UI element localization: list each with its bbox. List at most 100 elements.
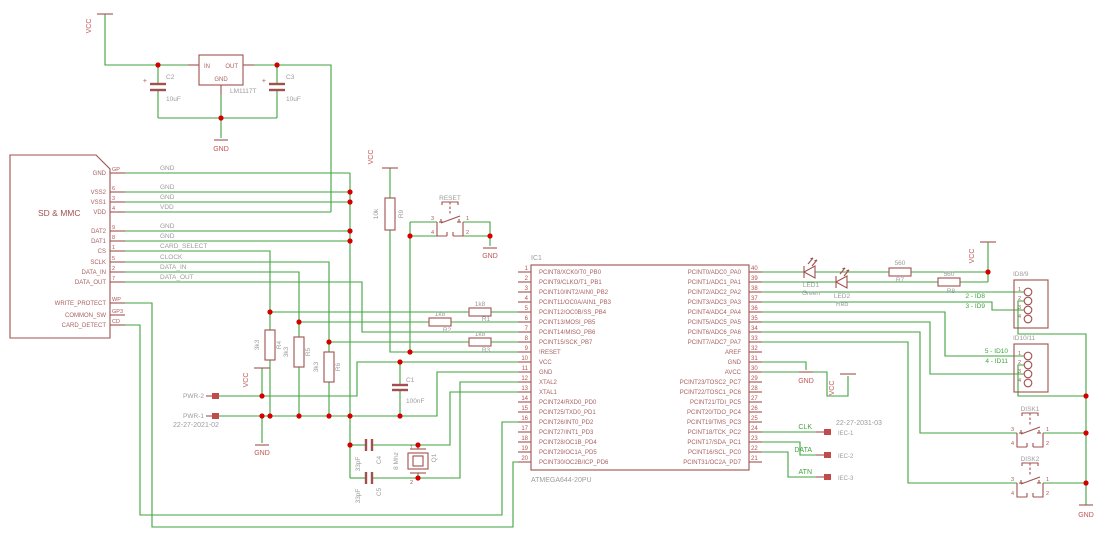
- connector-pin-circle: [1023, 314, 1033, 324]
- label-ref: LED2: [834, 293, 851, 300]
- switch-pin-number: 4: [1011, 441, 1014, 447]
- label-p4: 4: [1018, 378, 1021, 384]
- junction-dot: [267, 309, 273, 315]
- wire: [762, 451, 816, 478]
- wire: [254, 64, 332, 212]
- label-value: 10k: [373, 208, 380, 219]
- label-gnd: GND: [213, 146, 229, 153]
- label-value: 3k3: [254, 339, 261, 350]
- ic1-left-pin-name: PCINT8/XCK0/T0_PB0: [539, 270, 602, 276]
- sd-pin-name: SCLK: [90, 260, 106, 266]
- ic1-right-pin-number: 38: [751, 286, 758, 292]
- ic1-right-pin-name: PCINT1/ADC1_PA1: [688, 280, 742, 286]
- label-ref: R3: [482, 347, 491, 354]
- label-ref: C2: [166, 74, 175, 81]
- ic1-left-pin-name: PCINT14/MISO_PB6: [539, 330, 596, 336]
- label-ref: C3: [286, 74, 295, 81]
- regulator-box: [198, 54, 244, 86]
- ic1-left-pin-number: 12: [521, 376, 528, 382]
- sd-pin-designator: 6: [112, 186, 115, 192]
- sd-pin-designator: GP: [112, 167, 120, 173]
- switch-pin-number: 4: [1011, 491, 1014, 497]
- switch-bracket: [453, 222, 464, 237]
- sd-pin-name: DATA_OUT: [75, 280, 106, 286]
- sd-pin-name: CARD_DETECT: [62, 323, 107, 329]
- label-pin2: IEC-2: [838, 454, 854, 460]
- wire: [762, 301, 1024, 311]
- ic1-left-pin-number: 16: [521, 416, 528, 422]
- net-label: GND: [160, 233, 175, 240]
- label-clk: CLK: [798, 424, 812, 431]
- led1-icon-arrow: [814, 259, 818, 262]
- label-pin1: 1: [410, 445, 413, 451]
- net-label: CLOCK: [160, 254, 183, 261]
- junction-dot: [155, 62, 161, 68]
- ic1-right-pin-number: 31: [751, 356, 758, 362]
- pwr-pin-pad: [212, 413, 219, 419]
- label-p3: 3: [1018, 369, 1021, 375]
- ic1-right-pin-number: 39: [751, 276, 758, 282]
- junction-dot: [487, 233, 493, 239]
- label-value: 560: [944, 271, 955, 278]
- net-label: VDD: [160, 204, 174, 211]
- label-id8: 2 - ID8: [965, 293, 985, 300]
- connector-pin-circle: [1023, 296, 1033, 306]
- ic1-right-pin-name: PCINT19/TMS_PC3: [687, 420, 742, 426]
- ic1-left-pin-name: PCINT25/TXD0_PD1: [539, 410, 596, 416]
- led1-icon-arrow: [810, 257, 814, 260]
- label-pin3: IEC-3: [838, 476, 854, 482]
- label-ref: LED1: [803, 282, 820, 289]
- junction-dot: [985, 269, 991, 275]
- switch-pin-number: 2: [466, 230, 469, 236]
- junction-dot: [347, 442, 353, 448]
- switch-pin-number: 1: [1046, 427, 1049, 433]
- switch-bracket: [436, 222, 447, 237]
- label-vcc: VCC: [368, 150, 375, 165]
- label-name: ID10/11: [1013, 335, 1036, 342]
- led2-icon-triangle: [834, 275, 848, 289]
- label-part: 22-27-2031-03: [836, 420, 882, 427]
- connector-pin-circle: [1023, 305, 1033, 315]
- label-value: 560: [895, 260, 906, 267]
- sd-pin-designator: GP3: [112, 309, 123, 315]
- ic1-right-pin-number: 36: [751, 306, 758, 312]
- resistor-r6-body: [323, 351, 335, 383]
- ic1-left-pin-name: PCINT26/INT0_PD2: [539, 420, 594, 426]
- junction-dot: [326, 413, 332, 419]
- led2-icon-arrow: [839, 267, 846, 275]
- ic1-left-pin-number: 5: [525, 306, 529, 312]
- ic1-right-pin-number: 24: [751, 426, 758, 432]
- label-name: DISK1: [1021, 406, 1040, 413]
- label-p1: 1: [1018, 287, 1021, 293]
- ic1-right-pin-number: 29: [751, 376, 758, 382]
- ic1-left-pin-name: PCINT24/RXD0_PD0: [539, 400, 597, 406]
- ic1-left-pin-name: PCINT9/CLKO/T1_PB1: [539, 280, 602, 286]
- connector-pin-circle: [1023, 360, 1033, 370]
- ic1-left-pin-name: XTAL2: [539, 380, 558, 386]
- label-ref: R2: [443, 327, 452, 334]
- resistor-r9-body: [384, 197, 396, 231]
- label-name: ID8/9: [1013, 271, 1029, 278]
- junction-dot: [1083, 480, 1089, 486]
- sd-pin-designator: 7: [112, 276, 115, 282]
- ic1-right-pin-number: 34: [751, 326, 758, 332]
- resistor-r7-body: [888, 267, 912, 277]
- ic1-right-pin-name: PCINT2/ADC2_PA2: [688, 290, 742, 296]
- sd-pin-name: VSS2: [91, 190, 107, 196]
- led1-icon-triangle: [802, 265, 816, 279]
- sd-pin-designator: 5: [112, 256, 115, 262]
- switch-bracket: [1033, 483, 1044, 498]
- label-p3: 3: [1018, 305, 1021, 311]
- ic1-right-pin-name: AREF: [725, 350, 741, 356]
- sd-pin-designator: 2: [112, 266, 115, 272]
- junction-dot: [296, 319, 302, 325]
- resistor-r4-body: [264, 329, 276, 361]
- label-value: 10uF: [286, 96, 301, 103]
- switch-pin-number: 2: [1046, 441, 1049, 447]
- connector-id1011-box: [1013, 343, 1049, 393]
- led2-icon-arrow: [843, 269, 850, 277]
- ic1-right-pin-name: PCINT6/ADC6_PA6: [688, 330, 742, 336]
- label-ref: LM1117T: [230, 88, 257, 95]
- label-ref: R1: [482, 316, 491, 323]
- net-label: DATA_OUT: [160, 274, 194, 281]
